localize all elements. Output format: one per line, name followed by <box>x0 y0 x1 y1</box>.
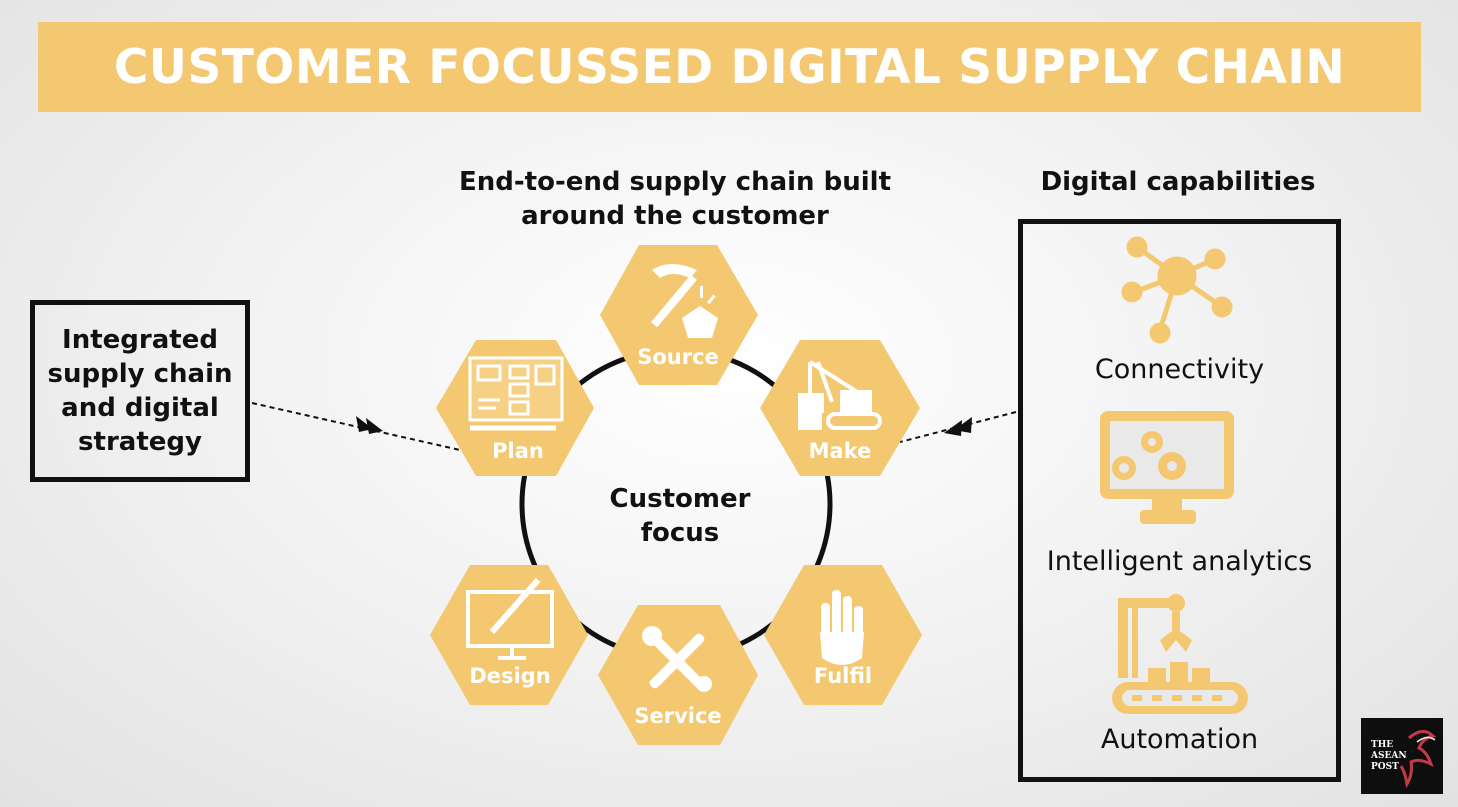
capability-label-connectivity: Connectivity <box>1094 354 1265 385</box>
hex-label-service: Service <box>634 704 722 728</box>
logo-line1: THE <box>1371 740 1394 750</box>
hex-label-fulfil: Fulfil <box>813 664 873 688</box>
customer-focus-line2: focus <box>640 518 720 548</box>
customer-focus-line1: Customer <box>609 484 751 514</box>
hexagon-source <box>600 245 758 385</box>
publisher-logo: THE ASEAN POST <box>1361 718 1443 794</box>
customer-focus-label: Customer focus <box>575 482 785 550</box>
strategy-box-text: Integrated supply chain and digital stra… <box>47 325 233 457</box>
right-connector-arrow-icon <box>944 417 972 436</box>
network-icon <box>1121 236 1233 344</box>
center-heading-line2: around the customer <box>521 201 829 231</box>
hexagon-make <box>760 340 920 476</box>
capability-label-automation: Automation <box>1100 724 1259 755</box>
hex-label-source: Source <box>637 345 719 369</box>
hexagon-design <box>430 565 588 705</box>
left-connector <box>251 402 461 451</box>
hexagon-service <box>598 605 758 745</box>
right-heading: Digital capabilities <box>1040 167 1316 197</box>
hand-icon <box>820 590 864 665</box>
monitor-brush-icon <box>466 578 554 660</box>
blueprint-icon <box>468 356 564 431</box>
capability-label-analytics: Intelligent analytics <box>1046 546 1313 577</box>
bird-icon <box>1399 730 1437 789</box>
right-connector <box>899 411 1017 443</box>
hex-label-design: Design <box>469 664 551 688</box>
robot-arm-conveyor-icon <box>1112 594 1248 714</box>
page-title: CUSTOMER FOCUSSED DIGITAL SUPPLY CHAIN <box>113 39 1346 95</box>
strategy-box: Integrated supply chain and digital stra… <box>30 300 250 482</box>
hexagon-plan <box>436 340 594 476</box>
left-connector-arrow-icon <box>356 416 383 434</box>
center-heading: End-to-end supply chain built around the… <box>420 165 930 233</box>
logo-line3: POST <box>1371 762 1399 772</box>
title-banner: CUSTOMER FOCUSSED DIGITAL SUPPLY CHAIN <box>38 22 1421 112</box>
monitor-gears-icon <box>1100 411 1234 524</box>
capabilities-box: Connectivity Intelligent analytics Autom… <box>1018 219 1341 782</box>
hex-label-make: Make <box>808 439 872 463</box>
logo-line2: ASEAN <box>1371 751 1407 761</box>
center-heading-line1: End-to-end supply chain built <box>459 167 891 197</box>
pickaxe-icon <box>651 264 718 338</box>
hexagon-fulfil <box>764 565 922 705</box>
tools-icon <box>642 626 712 692</box>
hex-label-plan: Plan <box>492 439 544 463</box>
crane-icon <box>798 360 882 430</box>
